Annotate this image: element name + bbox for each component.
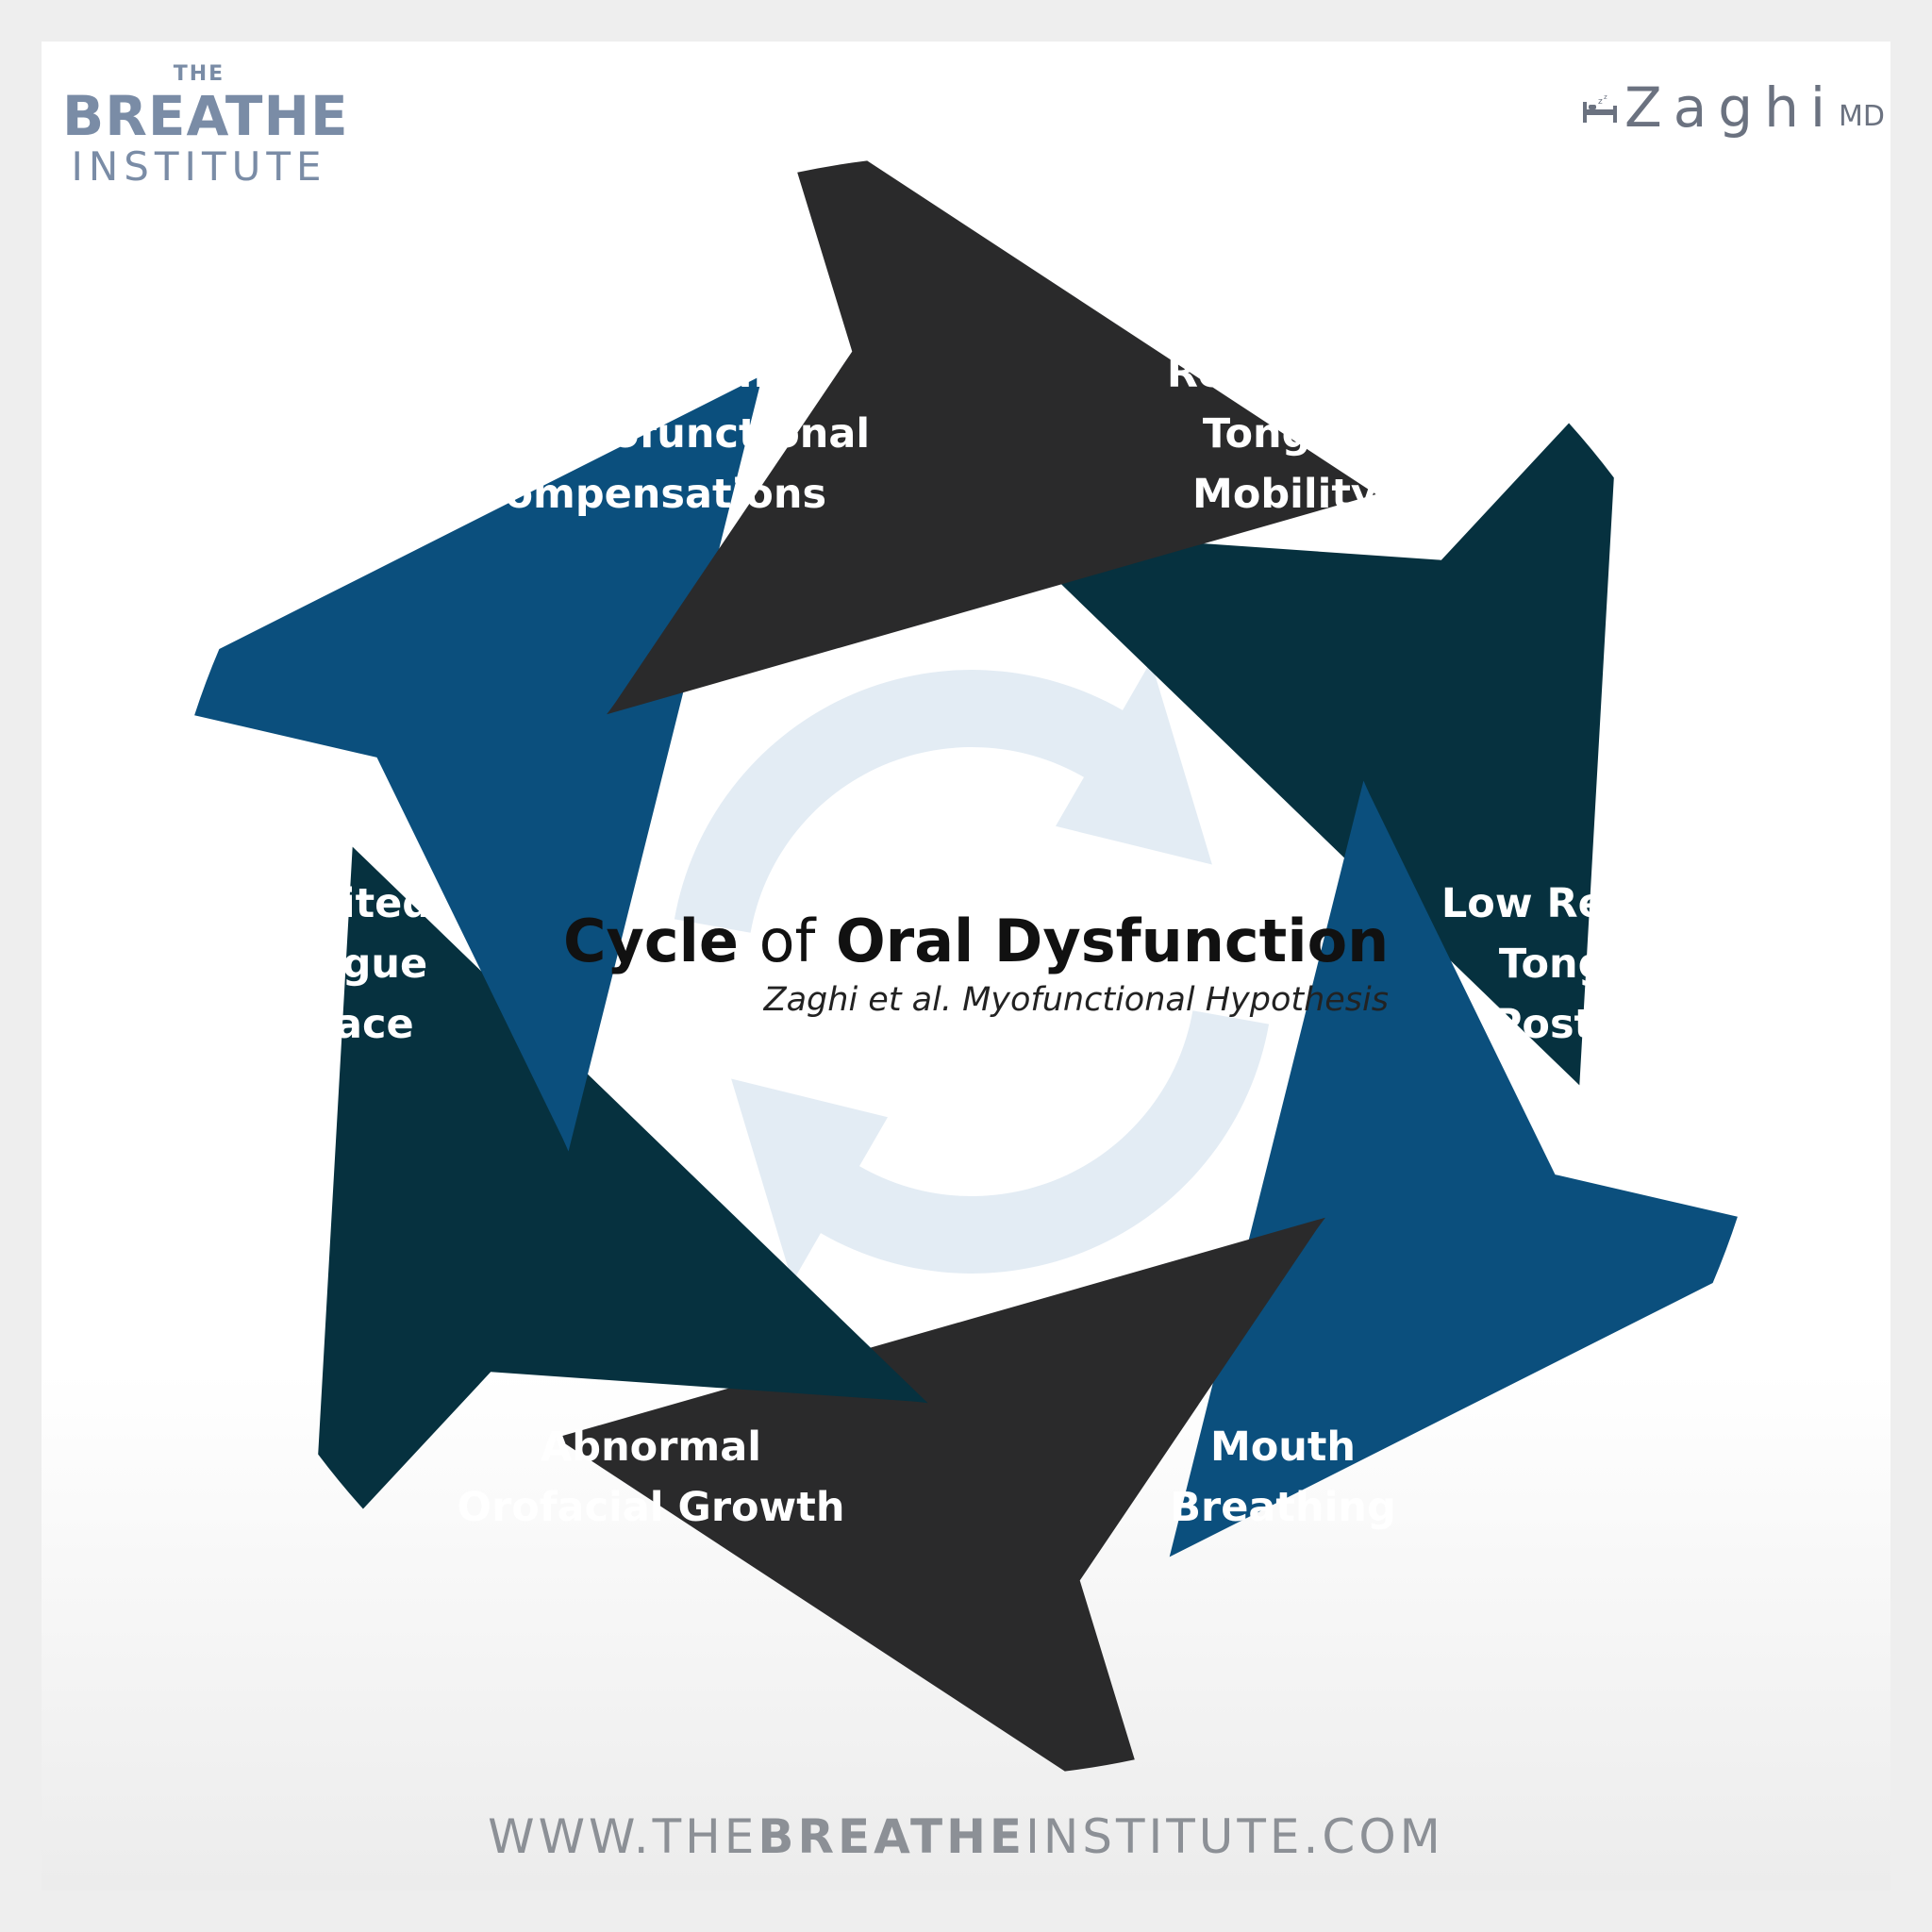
center-disc <box>527 527 1405 1405</box>
label-low-resting-tongue-posture: Low Resting Tongue Posture <box>1441 880 1722 1048</box>
label-restricted-tongue-mobility: Restricted Tongue Mobility <box>1166 350 1404 518</box>
segment-abnormal-orofacial-growth <box>318 846 928 1509</box>
segment-restricted-tongue-mobility <box>1004 423 1614 1086</box>
logo-breathe: BREATHE <box>62 84 349 148</box>
title-oral-dysfunction: Oral Dysfunction <box>835 907 1390 975</box>
zaghi-md-logo: z z Zaghi MD <box>1581 79 1885 136</box>
footer-url-mid: BREATHE <box>758 1809 1026 1864</box>
refresh-arrow-top-icon <box>674 660 1212 933</box>
bed-zzz-icon: z z <box>1583 93 1617 123</box>
footer-url-post: INSTITUTE.COM <box>1025 1809 1444 1864</box>
center-title: Cycle of Oral Dysfunction <box>563 907 1389 975</box>
segment-limited-tongue-space <box>194 375 763 1152</box>
logo-the: THE <box>173 62 225 86</box>
logo-md: MD <box>1838 100 1885 133</box>
title-cycle: Cycle <box>563 907 739 975</box>
cycle-segments <box>194 160 1738 1772</box>
refresh-arrow-bottom-icon <box>731 1010 1270 1283</box>
center-subtitle: Zaghi et al. Myofunctional Hypothesis <box>763 981 1389 1019</box>
logo-institute: INSTITUTE <box>71 143 327 190</box>
svg-text:z: z <box>1598 97 1603 107</box>
label-limited-tongue-space: Limited Tongue Space <box>258 880 432 1048</box>
refresh-cycle-icon <box>674 660 1270 1283</box>
breathe-institute-logo: THE BREATHE INSTITUTE <box>62 62 349 190</box>
label-abnormal-orofacial-growth: Abnormal Orofacial Growth <box>457 1424 845 1531</box>
svg-text:z: z <box>1604 93 1607 101</box>
segment-low-resting-tongue-posture <box>1169 780 1738 1557</box>
title-of: of <box>758 907 816 975</box>
footer-url-pre: WWW.THE <box>488 1809 758 1864</box>
segment-mouth-breathing <box>556 1217 1325 1772</box>
label-mouth-breathing: Mouth Breathing <box>1170 1424 1396 1531</box>
label-dysfunctional-compensations: Dysfunctional Oral-Myofunctional Compens… <box>431 350 871 518</box>
segment-dysfunctional-compensations <box>607 160 1376 715</box>
logo-zaghi: Zaghi <box>1624 75 1837 140</box>
footer-url: WWW.THEBREATHEINSTITUTE.COM <box>0 1809 1932 1864</box>
